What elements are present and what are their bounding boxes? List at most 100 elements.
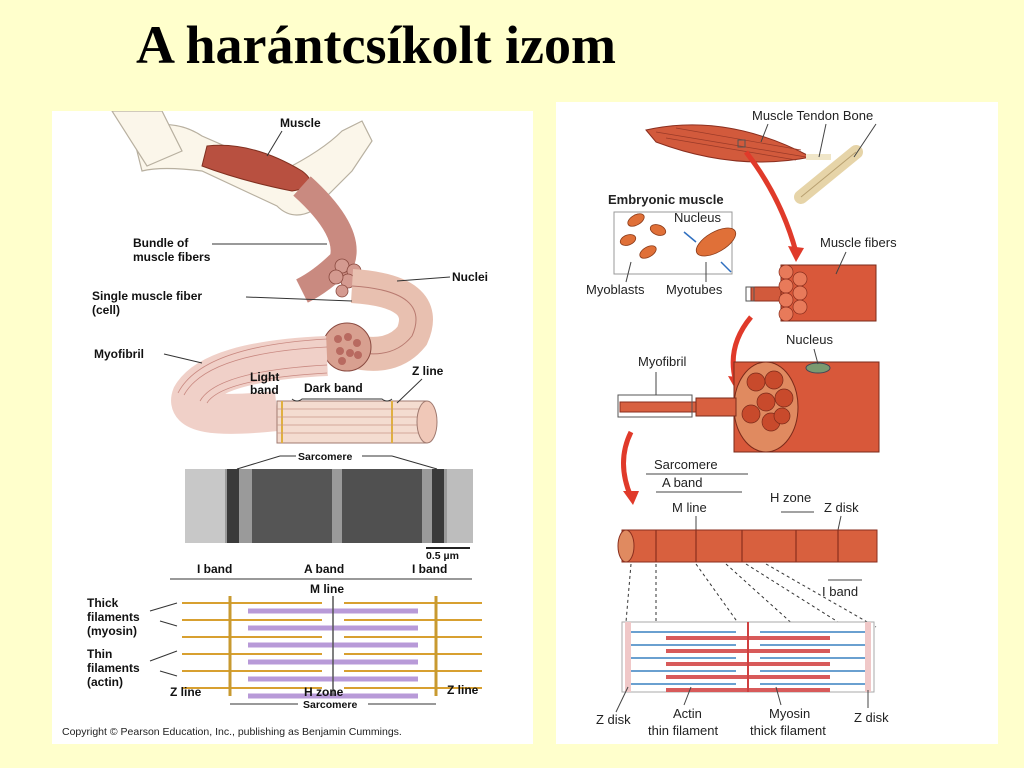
leader-bone xyxy=(853,123,877,158)
label-embryonic-muscle: Embryonic muscle xyxy=(608,192,724,207)
red-arrow-3-head xyxy=(623,491,639,505)
label-z-disk-right: Z disk xyxy=(854,710,889,725)
label-single-fiber-line2: (cell) xyxy=(92,303,120,317)
label-i-band-left: I band xyxy=(197,562,232,576)
label-a-band: A band xyxy=(304,562,344,576)
myofibril-rod xyxy=(619,401,701,413)
label-z-line-right: Z line xyxy=(447,683,479,697)
sarcomere-rod-end xyxy=(617,529,635,563)
fiber-bundle-ends xyxy=(778,264,808,322)
label-m-line-r: M line xyxy=(672,500,707,515)
leader-muscle-r xyxy=(760,123,769,143)
cylinder-striations xyxy=(277,408,427,434)
red-arrow-3 xyxy=(621,430,634,498)
label-thin-line3: (actin) xyxy=(87,675,123,689)
label-actin-line1: Actin xyxy=(673,706,702,721)
zoom-box-2 xyxy=(745,286,755,302)
label-z-disk-top: Z disk xyxy=(824,500,859,515)
leader-fibers xyxy=(835,251,847,275)
single-fiber-edge xyxy=(351,285,417,355)
label-m-line: M line xyxy=(310,582,344,596)
label-single-fiber-line1: Single muscle fiber xyxy=(92,289,202,303)
label-h-zone-r: H zone xyxy=(770,490,811,505)
label-sarcomere-top: Sarcomere xyxy=(298,451,352,463)
muscle-striations xyxy=(655,127,807,161)
blue-arrow-1 xyxy=(683,231,697,243)
label-thick-line1: Thick xyxy=(87,596,119,610)
label-bundle-line2: muscle fibers xyxy=(133,250,211,264)
leader-nuclei xyxy=(396,276,451,282)
leader-actin xyxy=(683,686,692,706)
label-myosin-line1: Myosin xyxy=(769,706,810,721)
label-myoblasts: Myoblasts xyxy=(586,282,645,297)
sarcomere-rod-lines xyxy=(655,530,839,562)
leader-thick-b xyxy=(159,620,178,627)
label-light-band-line1: Light xyxy=(250,370,279,384)
label-light-band-line2: band xyxy=(250,383,279,397)
cylinder-end xyxy=(416,400,438,444)
myofibril-strand xyxy=(171,336,328,434)
label-thin-line1: Thin xyxy=(87,647,112,661)
label-sarcomere-bottom: Sarcomere xyxy=(303,699,357,711)
label-thin-line2: filaments xyxy=(87,661,140,675)
muscle-belly xyxy=(645,124,813,163)
left-muscle-hierarchy-figure: Muscle Bundle of muscle fibers Nuclei Si… xyxy=(52,111,533,744)
fiber-myofibrils xyxy=(741,370,794,432)
embryonic-box xyxy=(613,211,733,275)
leader-thin-b xyxy=(159,670,178,677)
label-z-disk-left: Z disk xyxy=(596,712,631,727)
leader-muscle xyxy=(266,130,283,157)
nucleus-ellipse xyxy=(805,362,831,374)
label-sarcomere: Sarcomere xyxy=(654,457,718,472)
leader-myoblasts xyxy=(625,261,632,283)
myofibril-dots xyxy=(334,333,362,365)
label-myofibril-r: Myofibril xyxy=(638,354,687,369)
label-myotubes: Myotubes xyxy=(666,282,723,297)
sarcomere-rod xyxy=(621,529,878,563)
zoom-box-3 xyxy=(617,394,693,418)
label-actin-line2: thin filament xyxy=(648,723,718,738)
myofibril-cylinder xyxy=(276,400,428,444)
leader-nucleus-mid xyxy=(813,348,819,365)
dark-band-bracket xyxy=(291,398,393,402)
label-muscle-fibers: Muscle fibers xyxy=(820,235,897,250)
zoom-dashed-lines xyxy=(625,563,877,628)
micrograph-bands xyxy=(185,469,473,543)
myoblast-cells xyxy=(619,213,737,259)
label-myofibril: Myofibril xyxy=(94,347,144,361)
cylinder-bands xyxy=(281,401,393,443)
label-i-band-right: I band xyxy=(412,562,447,576)
label-i-band-r: I band xyxy=(822,584,858,599)
right-figure-svg: Muscle Tendon Bone Embryonic muscle Nucl… xyxy=(586,108,897,738)
right-muscle-development-figure: Muscle Tendon Bone Embryonic muscle Nucl… xyxy=(556,102,998,744)
label-dark-band: Dark band xyxy=(304,381,363,395)
leader-z-disk-top xyxy=(837,515,842,531)
single-fiber-small xyxy=(750,286,782,302)
label-a-band-r: A band xyxy=(662,475,703,490)
copyright-text: Copyright © Pearson Education, Inc., pub… xyxy=(62,726,402,738)
label-z-line-left: Z line xyxy=(170,685,202,699)
label-z-line-top: Z line xyxy=(412,364,444,378)
leader-tendon xyxy=(818,123,827,158)
blue-arrow-2 xyxy=(720,261,732,273)
myofibril-stripes xyxy=(177,338,328,404)
label-thick-line2: filaments xyxy=(87,610,140,624)
label-nucleus-mid: Nucleus xyxy=(786,332,833,347)
label-thick-line3: (myosin) xyxy=(87,624,137,638)
label-muscle-tendon-bone: Muscle Tendon Bone xyxy=(752,108,873,123)
label-h-zone: H zone xyxy=(304,685,344,699)
leader-thin-a xyxy=(149,650,178,662)
label-nucleus-top: Nucleus xyxy=(674,210,721,225)
leader-z-line-top xyxy=(396,378,423,404)
left-figure-svg: Muscle Bundle of muscle fibers Nuclei Si… xyxy=(62,111,488,738)
leader-micro-right xyxy=(391,455,438,470)
leader-single-fiber xyxy=(245,296,353,302)
fiber-cross-section xyxy=(322,322,372,372)
slide-title: A harántcsíkolt izom xyxy=(136,15,616,75)
leader-thick-a xyxy=(149,602,178,612)
label-myosin-line2: thick filament xyxy=(750,723,826,738)
label-nuclei: Nuclei xyxy=(452,270,488,284)
leader-myosin xyxy=(775,686,782,706)
label-scale: 0.5 µm xyxy=(426,550,459,562)
label-muscle: Muscle xyxy=(280,116,321,130)
